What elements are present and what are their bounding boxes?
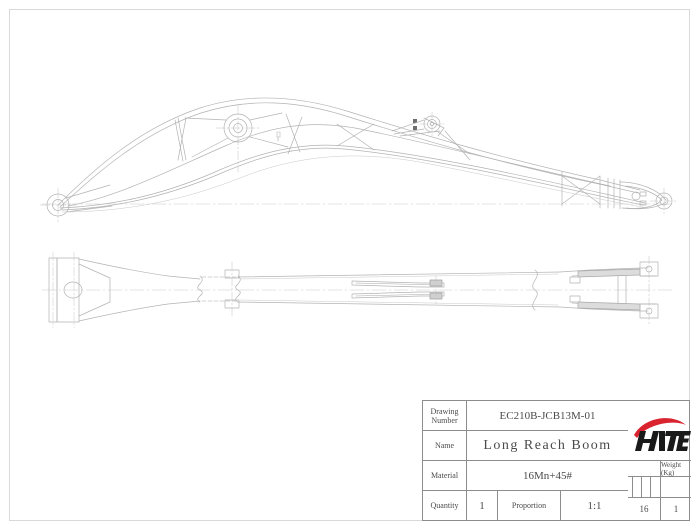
proportion-value: 1:1 (587, 499, 602, 512)
revision-segment (651, 477, 661, 497)
title-block: Drawing Number EC210B-JCB13M-01 Name Lon… (422, 400, 691, 521)
material-label: Material (423, 461, 467, 490)
name-value: Long Reach Boom (483, 437, 612, 453)
sheet-weight-row: 16 1 (628, 498, 691, 520)
logo-arc-icon (634, 418, 686, 438)
plan-view (41, 251, 673, 329)
weight-label: Weight (Kg) (661, 460, 682, 477)
side-elevation-view (39, 97, 679, 223)
revision-segment (633, 477, 642, 497)
weight-header-row: Weight (Kg) (628, 461, 691, 477)
drawing-number-label-line2: Number (431, 415, 458, 425)
quantity-label: Quantity (423, 491, 467, 520)
sheet-value: 16 (628, 498, 661, 520)
quantity-value: 1 (467, 491, 498, 520)
title-block-right: Weight (Kg) 16 1 (628, 401, 691, 520)
material-value: 16Mn+45# (523, 469, 572, 482)
title-block-row-name: Name Long Reach Boom (423, 431, 628, 461)
weight-value: 1 (673, 504, 679, 514)
weight-header-blank (628, 461, 661, 476)
revision-segment (628, 477, 633, 497)
revision-segments-row (628, 477, 691, 498)
drawing-number-label-line1: Drawing (430, 406, 459, 416)
revision-segment (642, 477, 651, 497)
drawing-number-value: EC210B-JCB13M-01 (499, 409, 596, 422)
logo-wordmark (635, 431, 691, 451)
hite-logo (628, 401, 691, 460)
title-block-row-material: Material 16Mn+45# (423, 461, 628, 491)
title-block-row-drawing-number: Drawing Number EC210B-JCB13M-01 (423, 401, 628, 431)
title-block-row-quantity: Quantity 1 Proportion 1:1 (423, 491, 628, 520)
title-block-left: Drawing Number EC210B-JCB13M-01 Name Lon… (423, 401, 628, 520)
logo-cell (628, 401, 691, 461)
sheet-border (9, 9, 690, 521)
weight-value-blank (661, 477, 691, 497)
name-label: Name (423, 431, 467, 460)
drawing-number-label: Drawing Number (423, 401, 467, 430)
proportion-label: Proportion (498, 491, 561, 520)
